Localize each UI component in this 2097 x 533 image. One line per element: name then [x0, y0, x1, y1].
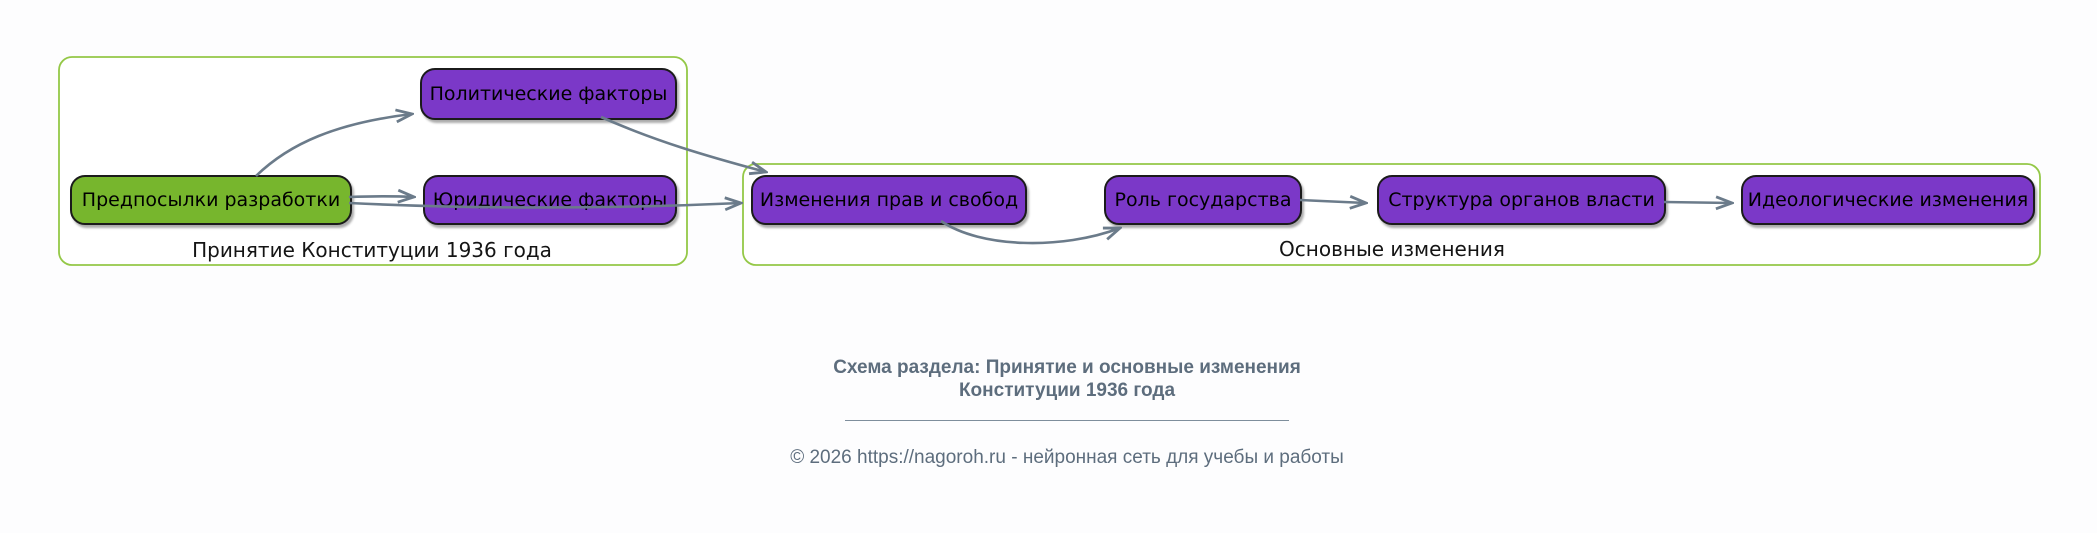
footer-title-line1: Схема раздела: Принятие и основные измен…	[833, 357, 1301, 378]
node-structure-of-authorities: Структура органов власти	[1377, 175, 1666, 225]
node-ideological-changes: Идеологические изменения	[1741, 175, 2035, 225]
footer-copyright: © 2026 https://nagoroh.ru - нейронная се…	[790, 447, 1344, 468]
node-legal-factors: Юридические факторы	[423, 175, 677, 225]
edge-structure-to-ideological	[1663, 202, 1732, 203]
edge-preconditions-to-legal-factors	[348, 196, 414, 197]
footer-title-line2: Конституции 1936 года	[958, 380, 1176, 401]
node-role-of-state: Роль государства	[1104, 175, 1302, 225]
edge-role-of-state-to-structure	[1299, 200, 1366, 203]
edge-political-factors-to-changes-rights	[600, 115, 766, 172]
edge-preconditions-to-political-factors	[255, 114, 412, 177]
node-preconditions-development: Предпосылки разработки	[70, 175, 352, 225]
cluster-main-changes-label: Основные изменения	[1279, 237, 1505, 261]
footer-title: Схема раздела: Принятие и основные измен…	[767, 356, 1367, 402]
node-changes-rights-freedoms: Изменения прав и свобод	[751, 175, 1027, 225]
node-political-factors: Политические факторы	[420, 68, 677, 120]
cluster-adoption-constitution-1936-label: Принятие Конституции 1936 года	[192, 238, 552, 262]
footer-divider	[845, 420, 1289, 421]
